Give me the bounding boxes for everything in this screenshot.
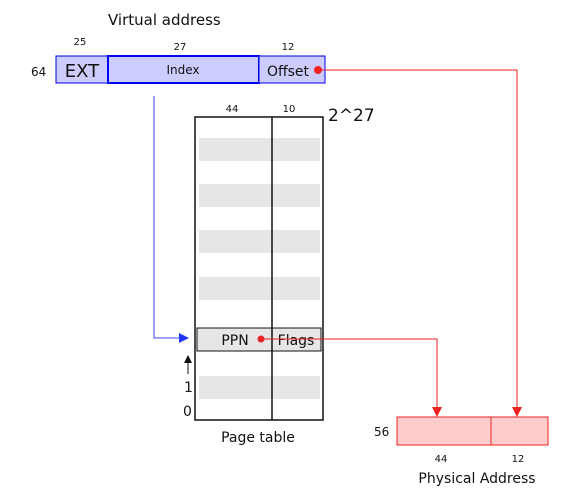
physical-offset-field (490, 416, 549, 446)
row-label-0: 0 (183, 404, 192, 420)
page-table-outline (194, 116, 324, 421)
virtual-address-register: EXT Index Offset (55, 55, 326, 84)
index-width-label: 27 (174, 42, 187, 53)
index-lookup-arrow (153, 96, 189, 343)
virtual-address-title: Virtual address (108, 11, 221, 29)
physical-offset-width-label: 12 (512, 454, 525, 465)
index-field (107, 55, 260, 84)
page-table-row (199, 230, 320, 253)
page-table-row (199, 277, 320, 300)
physical-ppn-width-label: 44 (435, 454, 448, 465)
page-table-row (199, 138, 320, 161)
flags-label: Flags (278, 333, 315, 349)
offset-width-label: 12 (282, 42, 295, 53)
offset-copy-arrow (318, 69, 522, 417)
ext-field-label: EXT (65, 61, 100, 82)
physical-address-title: Physical Address (418, 471, 535, 487)
row-label-1: 1 (184, 380, 193, 396)
physical-address-total-bits: 56 (374, 425, 389, 439)
page-table: PPN Flags (194, 116, 324, 421)
index-field-label: Index (166, 63, 199, 77)
offset-field (258, 55, 326, 84)
ppn-label: PPN (221, 333, 248, 349)
page-table-row (199, 184, 320, 207)
offset-field-label: Offset (267, 64, 310, 80)
ppn-copy-arrow (261, 338, 442, 417)
physical-address-register (396, 416, 549, 446)
ext-field (55, 55, 109, 84)
page-table-row (199, 376, 320, 399)
page-table-size-label: 2^27 (328, 106, 375, 126)
page-table-title: Page table (221, 430, 295, 446)
virtual-address-total-bits: 64 (31, 65, 46, 79)
ext-width-label: 25 (74, 37, 87, 48)
page-table-col-width-flags: 10 (283, 104, 296, 115)
page-table-col-width-ppn: 44 (226, 104, 239, 115)
physical-ppn-field (396, 416, 492, 446)
